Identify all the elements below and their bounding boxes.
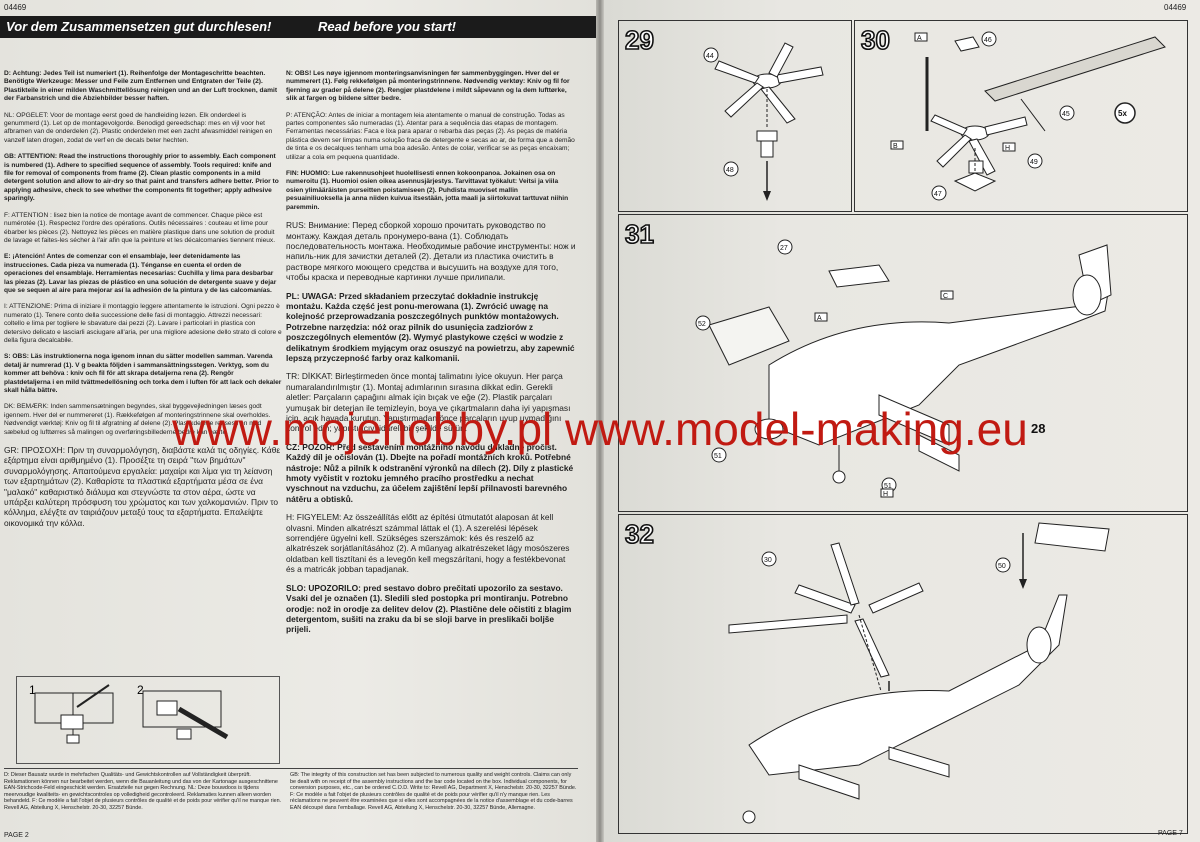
instruction-paragraph: NL: OPGELET: Voor de montage eerst goed … [4,111,273,144]
instruction-paragraph: PL: UWAGA: Przed składaniem przeczytać d… [286,290,575,363]
figure-2-number: 2 [137,683,144,697]
step-29-number: 29 [624,24,655,56]
instruction-paragraph: GB: ATTENTION: Read the instructions tho… [4,153,279,203]
footnote-left: D: Dieser Bausatz wurde in mehrfachen Qu… [4,772,282,811]
step-32-drawing: 30 50 [728,522,1110,824]
part-51b-label: 51 [884,483,892,490]
page-number-left: PAGE 2 [4,832,29,839]
part-30-label: 30 [764,557,772,564]
instruction-paragraph: GR: ΠΡΟΣΟΧΗ: Πριν τη συναρμολόγηση, διαβ… [4,445,281,528]
instruction-paragraph: F: ATTENTION : lisez bien la notice de m… [4,211,276,244]
instruction-paragraph: DK: BEMÆRK: Inden sammensætningen begynd… [4,403,271,436]
instruction-paragraph: P: ATENÇÃO: Antes de iniciar a montagem … [286,111,575,161]
right-page: 04469 29 44 [604,0,1200,842]
step-32-box: 32 [618,514,1188,834]
marker-h-31: H [883,491,888,498]
language-column-right: N: OBS! Les nøye igjennom monteringsanvi… [286,70,576,670]
left-page: 04469 Vor dem Zusammensetzen gut durchle… [0,0,596,842]
part-28-label: 28 [1031,421,1045,436]
instruction-paragraph: RUS: Внимание: Перед сборкой хорошо проч… [286,220,576,283]
step-32-number: 32 [624,518,655,550]
instruction-paragraph: SLO: UPOZORILO: pred sestavo dobro preči… [286,582,572,635]
part-50-label: 50 [998,563,1006,570]
instruction-paragraph: FIN: HUOMIO: Lue rakennusohjeet huolelli… [286,170,569,211]
instruction-paragraph: N: OBS! Les nøye igjennom monteringsanvi… [286,70,570,103]
step-29-drawing: 44 48 [703,42,824,201]
marker-h-30: H [1005,145,1010,152]
instruction-paragraph: D: Achtung: Jedes Teil ist numeriert (1)… [4,70,278,103]
page-fold [596,0,604,842]
footnote-divider [4,768,578,769]
step-29-box: 29 44 48 [618,20,852,212]
instruction-paragraph: S: OBS: Läs instruktionerna noga igenom … [4,353,282,394]
tools-figure: 1 2 [16,676,280,764]
part-49-label: 49 [1030,159,1038,166]
quantity-5x-label: 5x [1118,109,1127,118]
instruction-paragraph: I: ATTENZIONE: Prima di iniziare il mont… [4,303,282,344]
marker-b-30: B [893,143,898,150]
watermark: www.mojehobby.pl www.model-making.eu [172,403,1028,455]
language-column-left: D: Achtung: Jedes Teil ist numeriert (1)… [4,70,282,670]
marker-a-31: A [817,315,822,322]
part-27-label: 27 [780,245,788,252]
part-52-label: 52 [698,321,706,328]
instruction-paragraph: E: ¡Atención! Antes de comenzar con el e… [4,253,277,294]
part-46-label: 46 [984,37,992,44]
step-30-box: 30 46 45 [854,20,1188,212]
header-bar [0,16,596,38]
kit-code-right: 04469 [1164,3,1187,12]
step-31-drawing: 27 52 51 51 28 A C H [695,239,1112,498]
step-31-number: 31 [624,218,655,250]
tools-drawing [34,684,229,744]
part-45-label: 45 [1062,111,1070,118]
step-30-number: 30 [860,24,891,56]
instruction-paragraph: CZ: POZOR: Před sestavením montážního ná… [286,441,574,504]
footnote-right: GB: The integrity of this construction s… [290,772,577,811]
header-en: Read before you start! [318,19,456,34]
instruction-paragraph: H: FIGYELEM: Az összeállítás előtt az ép… [286,512,570,575]
kit-code: 04469 [4,3,27,12]
marker-a-30: A [917,35,922,42]
step-31-box: 31 27 52 51 [618,214,1188,512]
page-number-right: PAGE 7 [1158,830,1183,837]
part-51-label: 51 [714,453,722,460]
marker-c-31: C [943,293,948,300]
step-30-drawing: 46 45 5x 49 47 A B H [890,31,1166,201]
part-44-label: 44 [706,53,714,60]
part-48-label: 48 [726,167,734,174]
part-47-label: 47 [934,191,942,198]
instruction-paragraph: TR: DİKKAT: Birleştirmeden önce montaj t… [286,371,571,434]
figure-1-number: 1 [29,683,36,697]
header-de: Vor dem Zusammensetzen gut durchlesen! [6,19,272,34]
